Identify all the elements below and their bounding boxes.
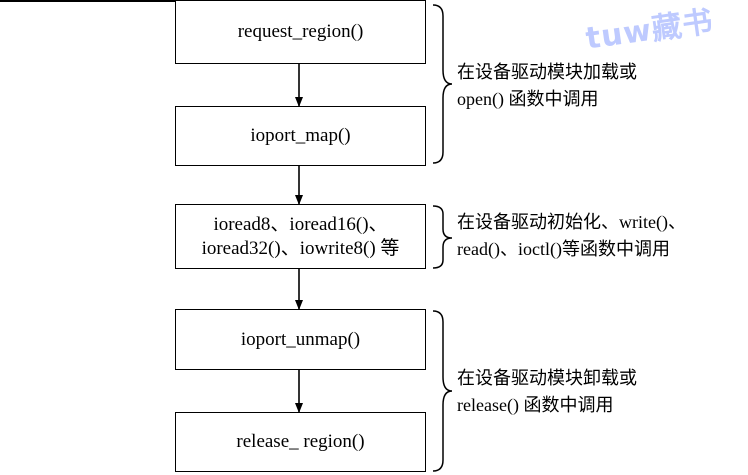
request-region-box: request_region() xyxy=(175,0,426,64)
note-unload-release: 在设备驱动模块卸载或 release() 函数中调用 xyxy=(457,365,637,419)
top-rule-line xyxy=(0,0,175,2)
release-region-box: release_ region() xyxy=(175,412,426,472)
release-region-label: release_ region() xyxy=(236,431,365,452)
note-init-rw-line2: read()、ioctl()等函数中调用 xyxy=(457,239,670,259)
note-load-open-line1: 在设备驱动模块加载或 xyxy=(457,62,637,82)
ioport-map-box: ioport_map() xyxy=(175,106,426,166)
io-accessors-line1: ioread8、ioread16()、 xyxy=(213,213,388,235)
note-unload-release-line1: 在设备驱动模块卸载或 xyxy=(457,368,637,388)
brace-group-1 xyxy=(432,4,453,164)
io-accessors-box: ioread8、ioread16()、 ioread32()、iowrite8(… xyxy=(175,204,426,269)
brace-group-3 xyxy=(432,310,453,472)
brace-group-2 xyxy=(432,205,453,269)
ioport-unmap-label: ioport_unmap() xyxy=(240,328,361,350)
note-load-open-line2: open() 函数中调用 xyxy=(457,89,599,109)
note-init-rw-line1: 在设备驱动初始化、write()、 xyxy=(457,212,686,232)
note-init-rw: 在设备驱动初始化、write()、 read()、ioctl()等函数中调用 xyxy=(457,209,686,263)
request-region-label: request_region() xyxy=(237,21,364,42)
note-unload-release-line2: release() 函数中调用 xyxy=(457,395,614,415)
io-accessors-line2: ioread32()、iowrite8() 等 xyxy=(201,237,400,259)
ioport-unmap-box: ioport_unmap() xyxy=(175,309,426,370)
ioport-map-label: ioport_map() xyxy=(250,125,351,146)
note-load-open: 在设备驱动模块加载或 open() 函数中调用 xyxy=(457,59,637,113)
